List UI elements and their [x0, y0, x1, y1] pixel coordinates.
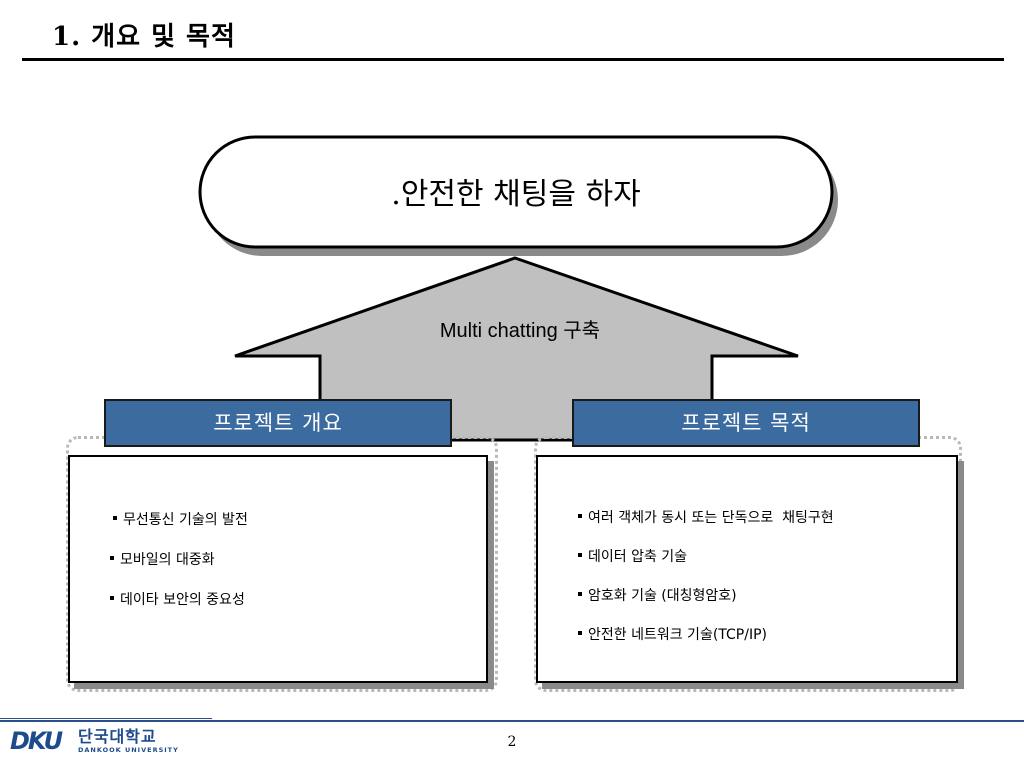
page-number: 2	[507, 734, 517, 750]
bullet-icon	[578, 631, 582, 635]
bullet-icon	[110, 556, 114, 560]
purpose-list: 여러 객체가 동시 또는 단독으로 채팅구현 데이터 압축 기술 암호화 기술 …	[578, 507, 834, 644]
list-item: 데이터 압축 기술	[578, 546, 834, 566]
overview-card: 무선통신 기술의 발전 모바일의 대중화 데이타 보안의 중요성	[68, 455, 488, 683]
logo-name: 단국대학교	[78, 727, 157, 746]
up-arrow	[234, 256, 799, 442]
bullet-icon	[110, 596, 114, 600]
arrow-label: Multi chatting 구축	[439, 320, 601, 342]
slide-title: 1. 개요 및 목적	[52, 22, 236, 52]
logo-mark: DKU	[10, 727, 63, 755]
bullet-icon	[578, 553, 582, 557]
overview-item-1: 무선통신 기술의 발전	[123, 512, 248, 528]
purpose-card: 여러 객체가 동시 또는 단독으로 채팅구현 데이터 압축 기술 암호화 기술 …	[536, 455, 958, 683]
purpose-item-3: 암호화 기술 (대칭형암호)	[588, 588, 737, 604]
overview-list: 무선통신 기술의 발전 모바일의 대중화 데이타 보안의 중요성	[110, 509, 248, 609]
title-rule	[22, 58, 1004, 61]
list-item: 여러 객체가 동시 또는 단독으로 채팅구현	[578, 507, 834, 527]
purpose-item-1: 여러 객체가 동시 또는 단독으로 채팅구현	[588, 510, 834, 526]
list-item: 무선통신 기술의 발전	[113, 509, 248, 529]
university-logo: DKU 단국대학교 DANKOOK UNIVERSITY	[10, 728, 190, 758]
footer-rule-thin	[0, 718, 212, 719]
overview-item-3: 데이타 보안의 중요성	[120, 592, 245, 608]
list-item: 모바일의 대중화	[110, 549, 248, 569]
overview-item-2: 모바일의 대중화	[120, 552, 215, 568]
bullet-icon	[578, 592, 582, 596]
purpose-header: 프로젝트 목적	[572, 399, 920, 447]
list-item: 안전한 네트워크 기술(TCP/IP)	[578, 624, 834, 644]
list-item: 데이타 보안의 중요성	[110, 589, 248, 609]
goal-bubble	[198, 135, 834, 249]
list-item: 암호화 기술 (대칭형암호)	[578, 585, 834, 605]
goal-text: .안전한 채팅을 하자	[391, 177, 641, 212]
footer-rule	[0, 720, 1024, 722]
purpose-item-4: 안전한 네트워크 기술(TCP/IP)	[588, 627, 767, 643]
logo-subtitle: DANKOOK UNIVERSITY	[78, 746, 179, 754]
overview-header: 프로젝트 개요	[104, 399, 452, 447]
bullet-icon	[113, 516, 117, 520]
bullet-icon	[578, 514, 582, 518]
purpose-item-2: 데이터 압축 기술	[588, 549, 688, 565]
